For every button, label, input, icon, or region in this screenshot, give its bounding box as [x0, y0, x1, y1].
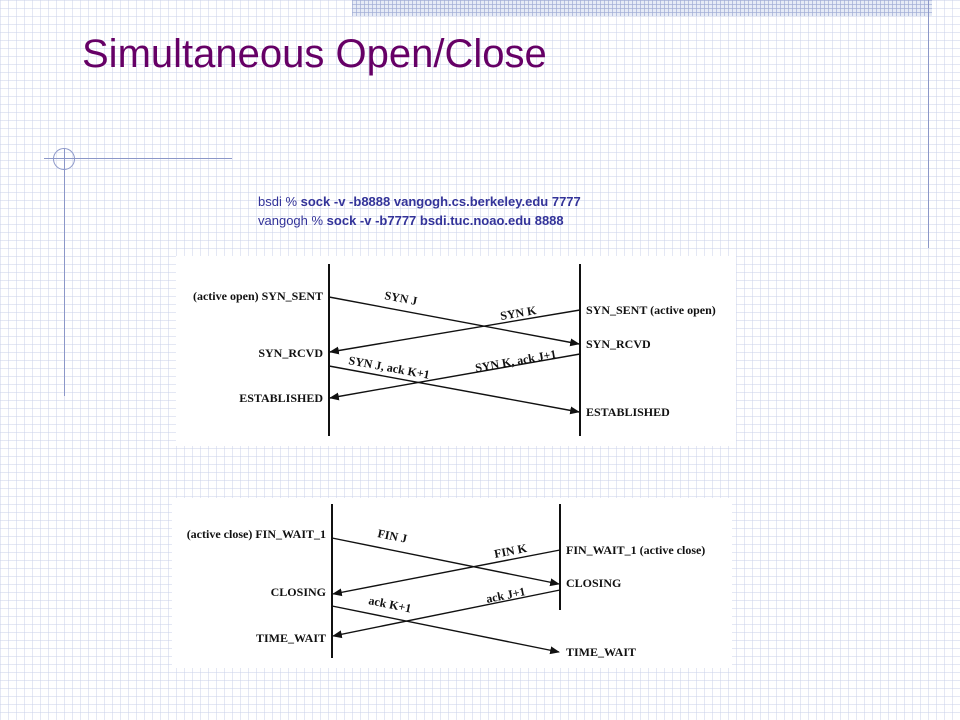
segment-label-syn-j: SYN J — [383, 288, 418, 308]
segment-label-syn-k: SYN K — [499, 303, 538, 323]
left-decoration-rule — [64, 148, 65, 396]
segment-label-syn-k-ack: SYN K, ack J+1 — [474, 347, 557, 375]
command-line-vangogh: vangogh % sock -v -b7777 bsdi.tuc.noao.e… — [258, 211, 581, 230]
simultaneous-close-diagram: (active close) FIN_WAIT_1 CLOSING TIME_W… — [172, 498, 732, 668]
segment-label-ack-k: ack K+1 — [367, 593, 412, 615]
right-state-established: ESTABLISHED — [586, 405, 670, 419]
left-state-closing: CLOSING — [271, 585, 326, 599]
right-state-fin-wait-1: FIN_WAIT_1 (active close) — [566, 543, 705, 557]
right-state-closing: CLOSING — [566, 576, 621, 590]
header-decoration-band — [352, 0, 932, 16]
segment-arrow-fin-k — [332, 549, 561, 597]
slide-title: Simultaneous Open/Close — [82, 32, 547, 76]
right-decoration-rule — [928, 0, 929, 248]
left-state-syn-sent: (active open) SYN_SENT — [193, 289, 323, 303]
right-state-syn-sent: SYN_SENT (active open) — [586, 303, 716, 317]
segment-arrow-syn-k — [329, 309, 581, 355]
segment-label-fin-j: FIN J — [376, 526, 408, 546]
left-state-time-wait: TIME_WAIT — [256, 631, 326, 645]
segment-arrow-syn-k-ack — [329, 353, 581, 401]
left-state-syn-rcvd: SYN_RCVD — [258, 346, 323, 360]
left-state-established: ESTABLISHED — [239, 391, 323, 405]
command-prompt: bsdi % — [258, 194, 301, 209]
command-block: bsdi % sock -v -b8888 vangogh.cs.berkele… — [258, 192, 581, 230]
segment-arrow-fin-j — [331, 537, 560, 587]
decoration-circle — [53, 148, 75, 170]
left-state-fin-wait-1: (active close) FIN_WAIT_1 — [187, 527, 326, 541]
segment-arrow-ack-k — [331, 605, 560, 655]
segment-arrow-syn-j-ack — [328, 365, 580, 415]
command-text: sock -v -b7777 bsdi.tuc.noao.edu 8888 — [326, 213, 564, 228]
command-line-bsdi: bsdi % sock -v -b8888 vangogh.cs.berkele… — [258, 192, 581, 211]
right-state-syn-rcvd: SYN_RCVD — [586, 337, 651, 351]
command-text: sock -v -b8888 vangogh.cs.berkeley.edu 7… — [300, 194, 581, 209]
title-decoration-rule — [44, 158, 232, 159]
command-prompt: vangogh % — [258, 213, 327, 228]
segment-label-ack-j: ack J+1 — [485, 584, 527, 606]
right-state-time-wait: TIME_WAIT — [566, 645, 636, 659]
simultaneous-open-diagram: (active open) SYN_SENT SYN_RCVD ESTABLIS… — [176, 256, 736, 446]
segment-arrow-syn-j — [328, 296, 580, 347]
segment-arrow-ack-j — [332, 589, 561, 639]
segment-label-fin-k: FIN K — [493, 541, 529, 561]
